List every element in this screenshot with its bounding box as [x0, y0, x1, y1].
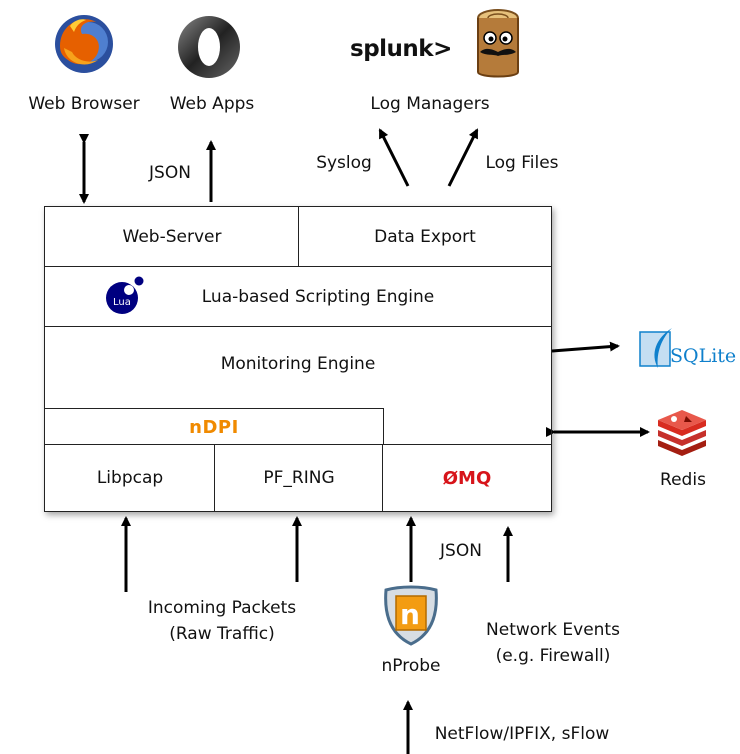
libpcap-box: Libpcap — [44, 444, 216, 512]
sqlite-logo-icon: SQLite — [639, 328, 736, 368]
monitoring-engine-box: Monitoring Engine — [44, 326, 552, 410]
monitoring-engine-label: Monitoring Engine — [220, 353, 376, 374]
nprobe-label: nProbe — [381, 656, 441, 676]
firewall-label: (e.g. Firewall) — [495, 646, 611, 666]
zmq-label: ØMQ — [442, 467, 492, 489]
web-browser-label: Web Browser — [28, 94, 140, 114]
data-export-label: Data Export — [374, 227, 476, 247]
redis-logo-icon — [658, 410, 706, 456]
log-managers-label: Log Managers — [370, 94, 490, 114]
pf-ring-box: PF_RING — [214, 444, 384, 512]
syslog-label: Syslog — [316, 153, 372, 173]
raw-traffic-label: (Raw Traffic) — [169, 624, 275, 644]
ndpi-box: nDPI — [44, 408, 384, 446]
svg-text:Lua: Lua — [113, 297, 131, 308]
svg-text:SQLite: SQLite — [670, 345, 736, 367]
json-top-label: JSON — [149, 163, 191, 183]
redis-label: Redis — [660, 470, 706, 490]
netflow-label: NetFlow/IPFIX, sFlow — [434, 724, 610, 744]
sqlite-arrow — [551, 341, 620, 353]
nprobe-logo-icon: n — [384, 585, 438, 646]
pf-ring-label: PF_RING — [263, 468, 335, 488]
json-bottom-label: JSON — [440, 541, 482, 561]
data-export-box: Data Export — [298, 206, 552, 268]
svg-text:n: n — [400, 598, 420, 631]
web-apps-label: Web Apps — [169, 94, 255, 114]
log-mascot-icon — [477, 9, 519, 78]
json-logo-icon — [178, 16, 240, 78]
syslog-arrow — [378, 128, 410, 187]
libpcap-label: Libpcap — [96, 468, 164, 488]
logfiles-arrow — [447, 128, 479, 187]
web-server-box: Web-Server — [44, 206, 300, 268]
web-server-label: Web-Server — [122, 227, 222, 247]
network-events-label: Network Events — [486, 620, 620, 640]
firefox-icon — [55, 15, 113, 73]
ndpi-label: nDPI — [189, 416, 239, 438]
log-files-label: Log Files — [485, 153, 559, 173]
splunk-logo: splunk> — [350, 36, 452, 62]
incoming-packets-label: Incoming Packets — [147, 598, 297, 618]
lua-logo-icon: Lua — [106, 276, 144, 314]
lua-engine-box: Lua Lua-based Scripting Engine — [44, 266, 552, 328]
lua-engine-label: Lua-based Scripting Engine — [201, 287, 435, 307]
zmq-box: ØMQ — [382, 444, 552, 512]
